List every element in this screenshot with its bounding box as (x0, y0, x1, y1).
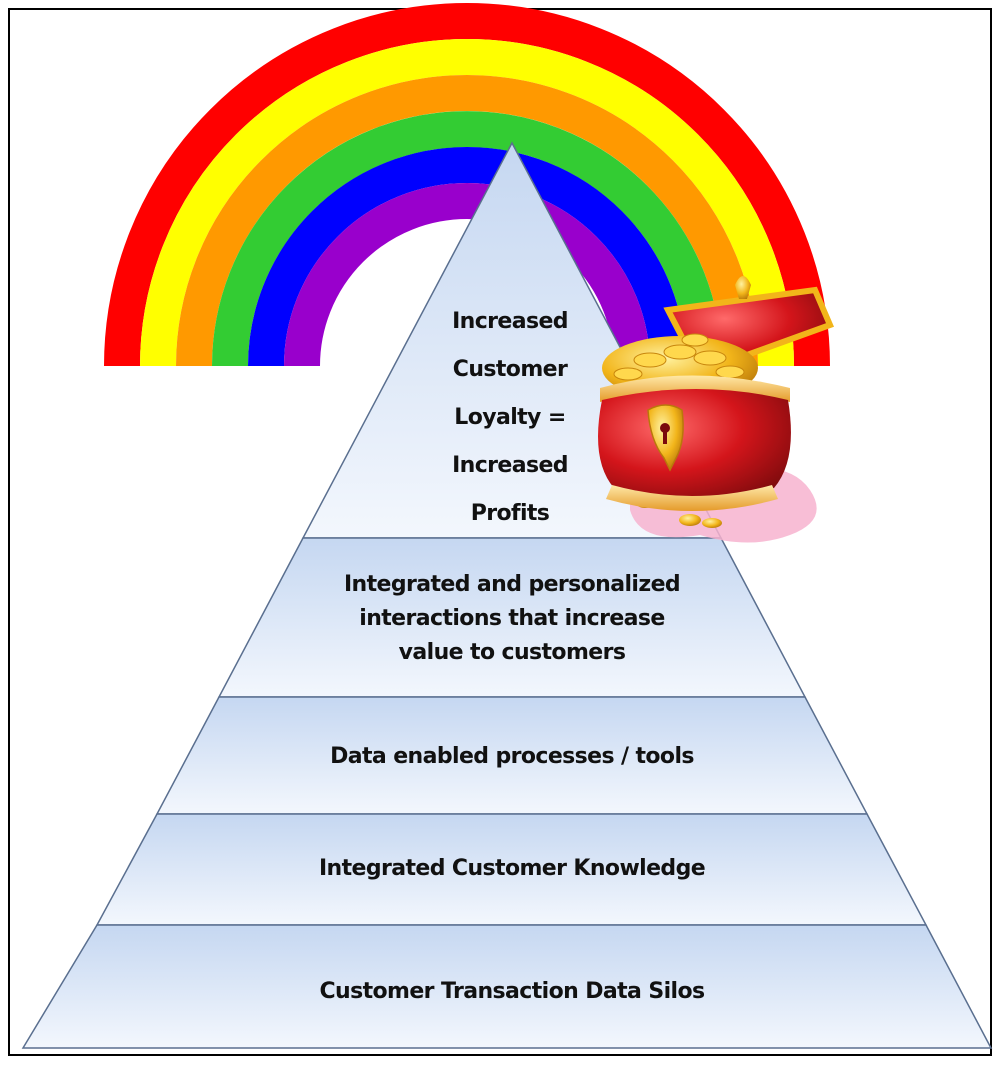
tier-top-line-2: Customer (452, 357, 568, 382)
tier-3-label: Data enabled processes / tools (330, 744, 694, 769)
tier-top-label: Increased Customer Loyalty = Increased P… (400, 298, 620, 538)
tier-top-line-4: Increased (452, 453, 568, 478)
rainbow-purple-band (284, 183, 650, 367)
rainbow-blue-band (248, 147, 686, 367)
tier-2-line-1: Integrated and personalized (343, 572, 681, 597)
tier-top-line-5: Profits (470, 501, 550, 526)
tier-base-label: Customer Transaction Data Silos (319, 979, 706, 1004)
rainbow-green-band (212, 111, 722, 367)
rainbow (104, 3, 830, 367)
tier-4-label: Integrated Customer Knowledge (318, 856, 706, 881)
tier-2-label: Integrated and personalized interactions… (300, 568, 724, 670)
rainbow-orange-band (176, 75, 758, 367)
tier-2-line-3: value to customers (398, 640, 626, 665)
tier-top-line-1: Increased (452, 309, 568, 334)
tier-top-line-3: Loyalty = (454, 405, 566, 430)
treasure-chest-icon (598, 276, 835, 543)
tier-2-line-2: interactions that increase (359, 606, 665, 631)
rainbow-yellow-band (140, 39, 794, 367)
pyramid-tier-base (21, 924, 993, 1049)
rainbow-red-band (104, 3, 830, 367)
